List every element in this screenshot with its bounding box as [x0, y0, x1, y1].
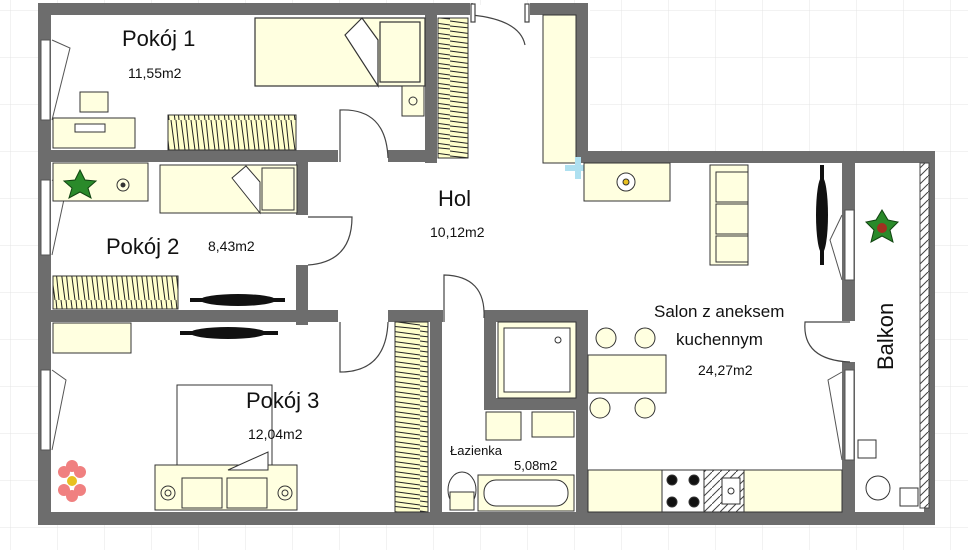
pillar-icon — [565, 157, 591, 179]
desk-pokoj1 — [52, 91, 136, 149]
room-label-salon-line2: kuchennym — [676, 330, 763, 349]
room-label-balkon: Balkon — [873, 302, 898, 370]
desk-pokoj3 — [52, 322, 132, 354]
wardrobe-pokoj2 — [52, 275, 179, 310]
tv-pokoj3 — [180, 327, 278, 339]
room-label-lazienka: Łazienka — [450, 443, 503, 458]
room-label-hol: Hol — [438, 186, 472, 211]
room-label-salon-line1: Salon z aneksem — [654, 302, 785, 321]
room-label-pokoj2: Pokój 2 — [106, 234, 180, 259]
balcony-furniture — [857, 439, 919, 507]
area-label-pokoj1: 11,55m2 — [128, 65, 182, 81]
wardrobe-hol — [542, 14, 577, 164]
wardrobe-pokoj1-side — [437, 17, 469, 159]
area-label-salon: 24,27m2 — [698, 362, 753, 378]
area-label-pokoj2: 8,43m2 — [208, 238, 255, 254]
tv-pokoj2 — [190, 294, 285, 306]
area-label-lazienka: 5,08m2 — [514, 458, 558, 473]
tv-salon — [816, 165, 828, 265]
bed-pokoj2 — [159, 164, 298, 215]
windows — [40, 39, 855, 461]
plant-icon-balkon — [864, 209, 900, 243]
balcony-railing — [919, 162, 930, 509]
sofa — [709, 164, 749, 266]
flower-icon-pokoj3 — [58, 460, 86, 502]
bathtub — [477, 474, 575, 512]
plant-icon-pokoj2 — [62, 168, 98, 200]
area-label-hol: 10,12m2 — [430, 224, 485, 240]
shower — [497, 321, 577, 399]
toilet — [447, 471, 477, 511]
lamp-pokoj1 — [408, 96, 418, 106]
room-label-pokoj1: Pokój 1 — [122, 26, 196, 51]
washing-machine — [531, 411, 575, 438]
wardrobe-pokoj3 — [394, 321, 429, 513]
area-label-pokoj3: 12,04m2 — [248, 426, 303, 442]
flower-icon-kitchen — [616, 172, 636, 192]
bed-pokoj1 — [254, 17, 426, 89]
nightstand-pokoj1 — [401, 85, 425, 117]
bed-pokoj3 — [154, 384, 298, 511]
wardrobe-pokoj1 — [167, 114, 297, 151]
washbasin — [485, 411, 522, 441]
room-label-pokoj3: Pokój 3 — [246, 388, 320, 413]
kitchen-counter — [587, 469, 843, 513]
doors — [307, 3, 851, 373]
dining-table — [587, 327, 667, 419]
